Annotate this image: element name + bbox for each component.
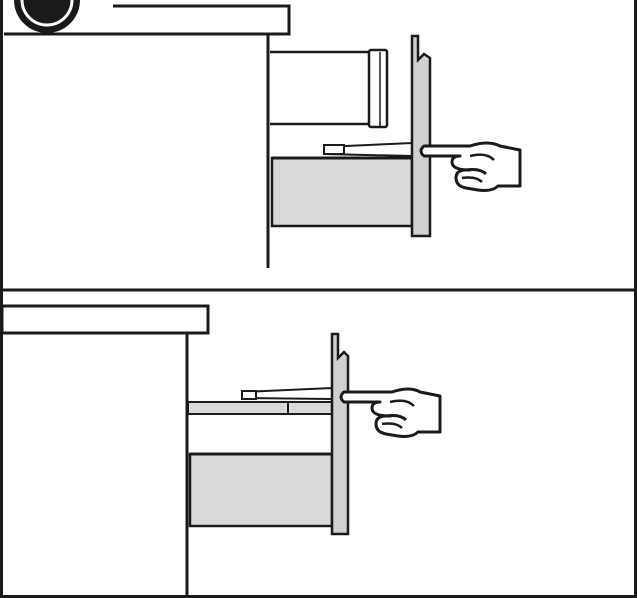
top-panel	[4, 0, 522, 268]
upper-drawer-box	[270, 50, 379, 126]
rail-latch	[323, 144, 345, 155]
drawer-front	[410, 34, 432, 238]
countertop-bottom	[0, 304, 210, 335]
hand-icon	[419, 141, 522, 192]
step-badge-partial	[14, 0, 80, 33]
bottom-panel	[0, 304, 442, 598]
drawer-front-bottom	[330, 332, 350, 536]
upper-drawer-cap	[367, 48, 389, 129]
countertop-top	[4, 4, 291, 36]
hand-icon-bottom	[339, 387, 442, 438]
drawer-body	[270, 156, 414, 228]
drawer-runner	[187, 401, 333, 415]
drawer-body-bottom	[188, 452, 334, 528]
